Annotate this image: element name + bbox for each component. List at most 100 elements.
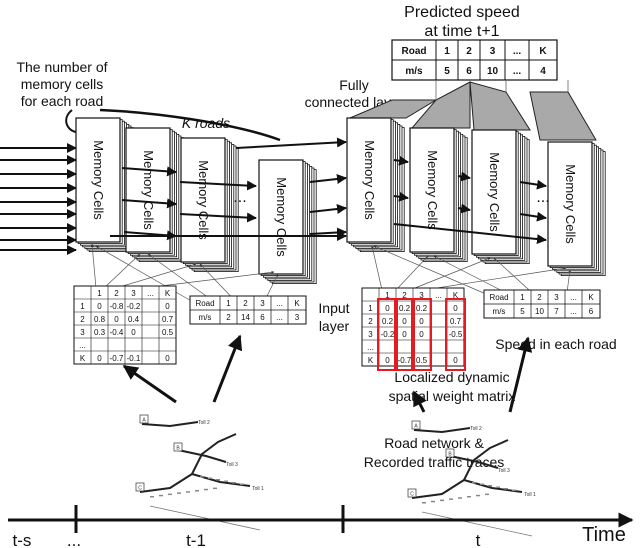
matrix-cell: K	[368, 356, 374, 365]
predicted-speed-title-line1: Predicted speed	[404, 4, 520, 21]
speed-table-header-cell: 2	[537, 293, 542, 302]
speed-each-road-label: Speed in each road	[495, 336, 616, 352]
matrix-cell: 2	[80, 315, 85, 324]
road-node-label: B	[176, 446, 180, 452]
matrix-cell: 1	[368, 304, 373, 313]
input-line-12	[423, 267, 567, 291]
matrix-cell: -0.5	[449, 330, 463, 339]
road-node-label: C	[410, 492, 414, 498]
speed-table-value-cell: ...	[276, 313, 283, 322]
memory-cell-front	[547, 141, 593, 267]
traffic-trace-mark	[472, 482, 476, 484]
speed-table-value-cell: 5	[520, 307, 525, 316]
toll-label: Toll 2	[198, 420, 210, 426]
road-segment-a	[413, 427, 471, 434]
right-state-arrow-4	[457, 203, 471, 214]
road-node-label: A	[142, 418, 146, 424]
memory-cell-stack-7: Memory Cells	[471, 129, 530, 265]
memory-cells-label: Memory Cells	[487, 152, 502, 232]
matrix-cell: 0	[419, 330, 424, 339]
matrix-cell: 1	[80, 302, 85, 311]
speed-table-header-cell: 1	[226, 299, 231, 308]
memory-cells-label: Memory Cells	[362, 140, 377, 220]
memory-cells-label: Memory Cells	[91, 140, 106, 220]
toll-label: Toll 3	[226, 462, 238, 468]
input-line-3	[115, 263, 197, 289]
k-roads-brace	[99, 108, 281, 142]
traffic-trace-mark	[195, 490, 199, 492]
traffic-trace-mark	[504, 488, 508, 490]
matrix-cell: 0	[165, 354, 170, 363]
memory-cell-front	[409, 127, 455, 253]
predicted-speed-title-line2: at time t+1	[424, 23, 499, 40]
road-node-box	[135, 482, 145, 492]
toll-label: Toll 1	[252, 486, 264, 492]
memory-cells-label: Memory Cells	[563, 164, 578, 244]
time-label-t: t	[476, 531, 481, 548]
memory-cell-front	[180, 137, 226, 263]
speed-table-value-cell: 3	[295, 313, 300, 322]
traffic-trace-mark	[440, 499, 444, 502]
time-label-t-1: t-1	[186, 531, 206, 548]
memory-cell-front	[75, 117, 121, 243]
matrix-header-cell: 1	[97, 289, 102, 298]
time-label-t-s: t-s	[13, 531, 32, 548]
matrix-header-cell: K	[165, 289, 171, 298]
predicted-table-value-cell: 4	[540, 66, 546, 77]
road-network-label-line2: Recorded traffic traces	[364, 454, 505, 470]
left-map-to-matrix-arrow	[122, 364, 177, 404]
traffic-trace-mark	[496, 486, 500, 488]
predicted-table-value-cell: ...	[513, 66, 522, 77]
road-node-box	[445, 448, 455, 458]
fully-connected-label-line1: Fully	[339, 77, 369, 93]
map-baseline	[149, 505, 261, 531]
toll-label: Toll 2	[470, 426, 482, 432]
matrix-cell: 0.2	[416, 304, 428, 313]
traffic-trace-mark	[458, 497, 462, 499]
matrix-cell: 0.5	[162, 328, 174, 337]
traffic-trace-mark	[159, 494, 163, 497]
traffic-trace-mark	[485, 493, 489, 496]
speed-table-value-cell: 6	[589, 307, 594, 316]
localized-matrix-label-line2: spatial weight matrix	[389, 388, 516, 404]
num-cells-label-line2: memory cells	[21, 76, 103, 92]
matrix-cell: 2	[368, 317, 373, 326]
matrix-cell: K	[80, 354, 86, 363]
matrix-cell: 0.7	[162, 315, 174, 324]
localized-matrix-label-line1: Localized dynamic	[394, 369, 509, 385]
speed-table-header-cell: ...	[276, 299, 283, 308]
left-state-arrow-3	[179, 180, 257, 191]
k-roads-label: K roads	[182, 115, 230, 131]
matrix-cell: -0.7	[110, 354, 124, 363]
speed-table-header-cell: 1	[520, 293, 525, 302]
input-line-13	[373, 245, 501, 301]
matrix-cell: 0	[402, 317, 407, 326]
input-line-9	[371, 245, 383, 291]
road-node-box	[139, 414, 149, 424]
road-node-box	[411, 420, 421, 430]
traffic-trace-mark	[150, 496, 154, 498]
input-line-2	[103, 253, 141, 289]
speed-table-value-cell: m/s	[199, 313, 212, 322]
right-state-arrow-6	[519, 211, 547, 222]
time-axis-title: Time	[582, 524, 626, 546]
time-label-ellipsis: ...	[67, 531, 81, 548]
traffic-trace-mark	[449, 498, 453, 500]
speed-table-value-cell: m/s	[493, 307, 506, 316]
matrix-cell: 0	[165, 302, 170, 311]
memory-cells-label: Memory Cells	[425, 150, 440, 230]
traffic-trace-mark	[168, 493, 172, 496]
road-segment-a	[141, 421, 199, 428]
predicted-table-header-cell: 3	[490, 46, 496, 57]
matrix-cell: -0.8	[110, 302, 124, 311]
memory-cell-front	[125, 127, 171, 253]
left-stack-ellipsis: ...	[233, 189, 246, 206]
right-state-arrow-7	[393, 223, 547, 245]
matrix-cell: 0.2	[399, 304, 411, 313]
traffic-trace-mark	[224, 480, 228, 482]
predicted-table-header-cell: 2	[466, 46, 472, 57]
matrix-cell: 0	[453, 304, 458, 313]
